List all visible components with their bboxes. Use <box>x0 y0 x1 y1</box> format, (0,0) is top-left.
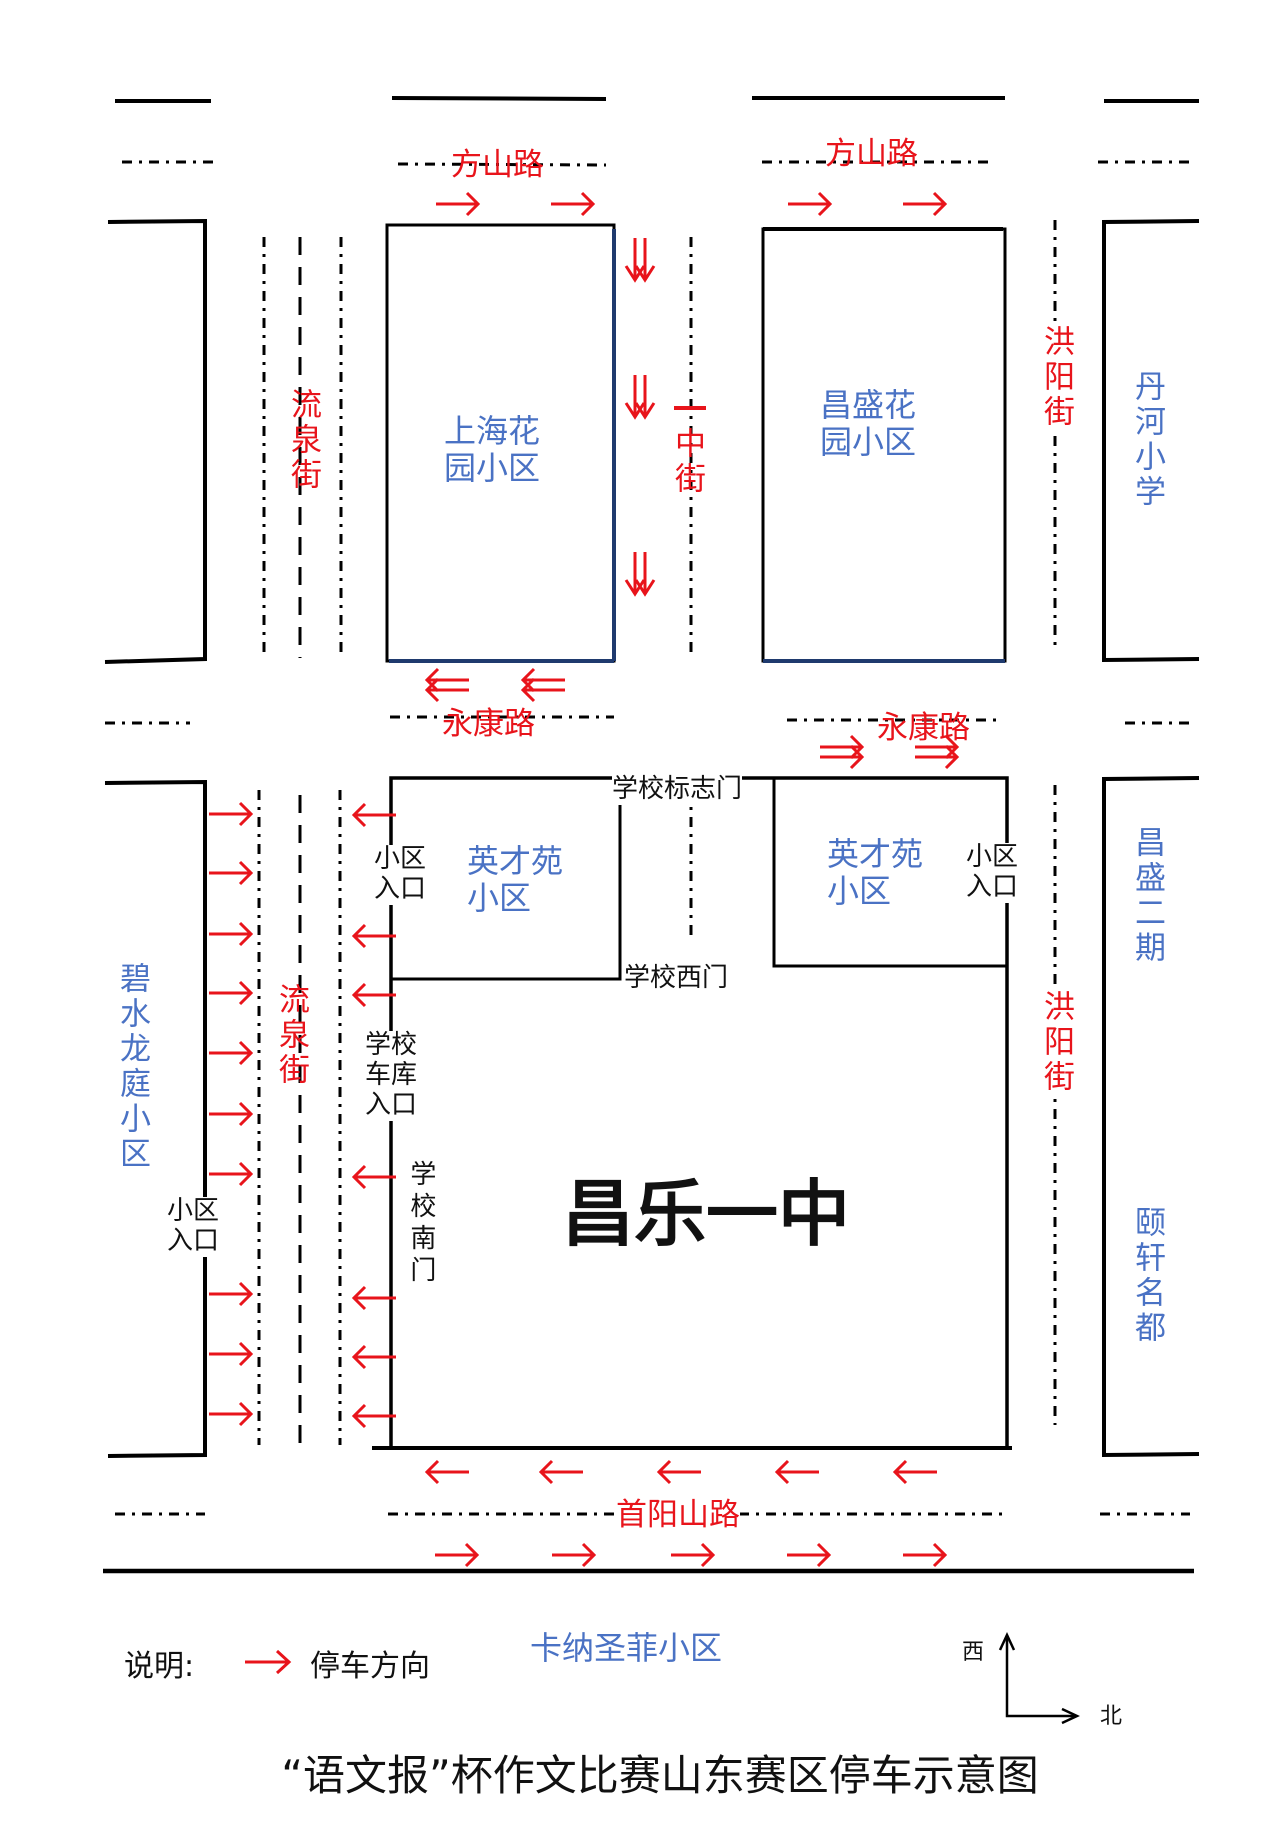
parking-direction-arrow-left-icon <box>351 1285 396 1311</box>
place-shanghai-garden: 上海花园小区 <box>444 412 541 487</box>
parking-direction-arrow-right-icon <box>903 191 948 217</box>
block-outline <box>104 779 207 1458</box>
yingcai-east-block <box>772 778 1007 968</box>
parking-direction-arrow-right-icon <box>209 860 254 886</box>
school-name: 昌乐一中 <box>562 1172 851 1256</box>
place-yingcai-west: 英才苑小区 <box>467 842 564 917</box>
parking-direction-arrow-left-icon <box>351 1164 396 1190</box>
road-label-hongyang-south: 洪阳街 <box>1038 990 1074 1095</box>
parking-direction-arrow-left-icon <box>424 667 469 703</box>
place-yixuan-mingdu: 颐轩名都 <box>1129 1206 1165 1346</box>
parking-direction-arrow-right-icon <box>209 1401 254 1427</box>
parking-direction-arrow-right-icon <box>788 191 833 217</box>
parking-direction-arrow-left-icon <box>351 982 396 1008</box>
parking-direction-arrow-right-icon <box>209 921 254 947</box>
compass-north-label: 北 <box>1100 1704 1123 1729</box>
block-outline <box>1102 219 1200 663</box>
gate-south: 学校南门 <box>405 1160 436 1288</box>
parking-direction-arrow-down-icon <box>624 375 656 420</box>
road-label-liuquan-south: 流泉街 <box>273 983 309 1088</box>
parking-direction-arrow-right-icon <box>209 1341 254 1367</box>
parking-direction-arrow-right-icon <box>209 801 254 827</box>
compass-axes <box>1005 1635 1075 1718</box>
place-bishui-longting: 碧水龙庭小区 <box>114 962 150 1172</box>
parking-direction-arrow-left-icon <box>538 1459 583 1485</box>
compass-north-arrow-icon <box>1061 1707 1080 1725</box>
community-entrance-bishui: 小区入口 <box>167 1196 223 1257</box>
parking-direction-arrow-right-icon <box>671 1542 716 1568</box>
parking-direction-arrow-left-icon <box>520 667 565 703</box>
road-label-fangshan-west: 方山路 <box>451 147 544 183</box>
parking-direction-arrow-left-icon <box>892 1459 937 1485</box>
parking-direction-arrow-right-icon <box>209 1281 254 1307</box>
gate-west: 学校西门 <box>624 963 729 994</box>
map-title: “语文报”杯作文比赛山东赛区停车示意图 <box>281 1751 1039 1800</box>
place-yingcai-east: 英才苑小区 <box>827 835 924 910</box>
parking-direction-arrow-left-icon <box>351 1403 396 1429</box>
parking-direction-arrow-right-icon <box>915 734 960 770</box>
legend-label: 说明: <box>124 1649 195 1684</box>
compass-west-label: 西 <box>962 1640 985 1665</box>
compass <box>998 1632 1080 1725</box>
road-label-yongkang-east: 永康路 <box>877 710 970 746</box>
road-label-hongyang-north: 洪阳街 <box>1038 325 1074 430</box>
compass-west-arrow-icon <box>998 1632 1016 1651</box>
place-danhe-school: 丹河小学 <box>1129 370 1165 510</box>
gate-landmark: 学校标志门 <box>612 774 743 805</box>
gate-garage-entrance: 学校车库入口 <box>365 1030 425 1121</box>
parking-direction-arrow-left-icon <box>351 1344 396 1370</box>
place-changsheng-phase2: 昌盛二期 <box>1129 826 1165 966</box>
legend-text: 停车方向 <box>310 1649 430 1684</box>
parking-direction-arrow-right-icon <box>209 1040 254 1066</box>
road-centerline <box>397 162 607 167</box>
parking-direction-arrow-right-icon <box>552 1542 597 1568</box>
parking-direction-arrow-right-icon <box>209 1101 254 1127</box>
parking-direction-arrow-left-icon <box>774 1459 819 1485</box>
road-edge <box>391 96 607 101</box>
parking-direction-arrow-right-icon <box>787 1542 832 1568</box>
place-kana-shengfei: 卡纳圣菲小区 <box>530 1629 723 1667</box>
community-entrance-yingcai-west: 小区入口 <box>374 844 430 905</box>
parking-direction-arrow-down-icon <box>624 552 656 597</box>
parking-direction-arrow-down-icon <box>624 238 656 283</box>
place-changsheng-garden: 昌盛花园小区 <box>820 386 917 461</box>
parking-direction-arrow-left-icon <box>351 802 396 828</box>
parking-direction-arrow-right-icon <box>209 1161 254 1187</box>
parking-direction-arrow-left-icon <box>424 1459 469 1485</box>
parking-direction-arrow-right-icon <box>209 980 254 1006</box>
block-outline <box>1102 776 1200 1458</box>
parking-direction-arrow-left-icon <box>351 923 396 949</box>
parking-direction-arrow-right-icon <box>435 1542 480 1568</box>
community-entrance-yingcai-east: 小区入口 <box>966 842 1022 903</box>
road-label-yongkang-west: 永康路 <box>442 706 535 742</box>
road-label-liuquan-north: 流泉街 <box>285 388 321 493</box>
yingcai-west-block <box>391 778 622 981</box>
parking-direction-arrow-right-icon <box>820 734 865 770</box>
parking-direction-arrow-left-icon <box>656 1459 701 1485</box>
road-label-fangshan-east: 方山路 <box>825 136 918 172</box>
parking-direction-arrow-right-icon <box>436 191 481 217</box>
road-label-yizhong: 一中街 <box>669 392 705 497</box>
block-outline <box>104 218 207 664</box>
parking-direction-arrow-right-icon <box>551 191 596 217</box>
parking-direction-arrow-right-icon <box>903 1542 948 1568</box>
road-label-shouyangshan: 首阳山路 <box>616 1497 740 1533</box>
